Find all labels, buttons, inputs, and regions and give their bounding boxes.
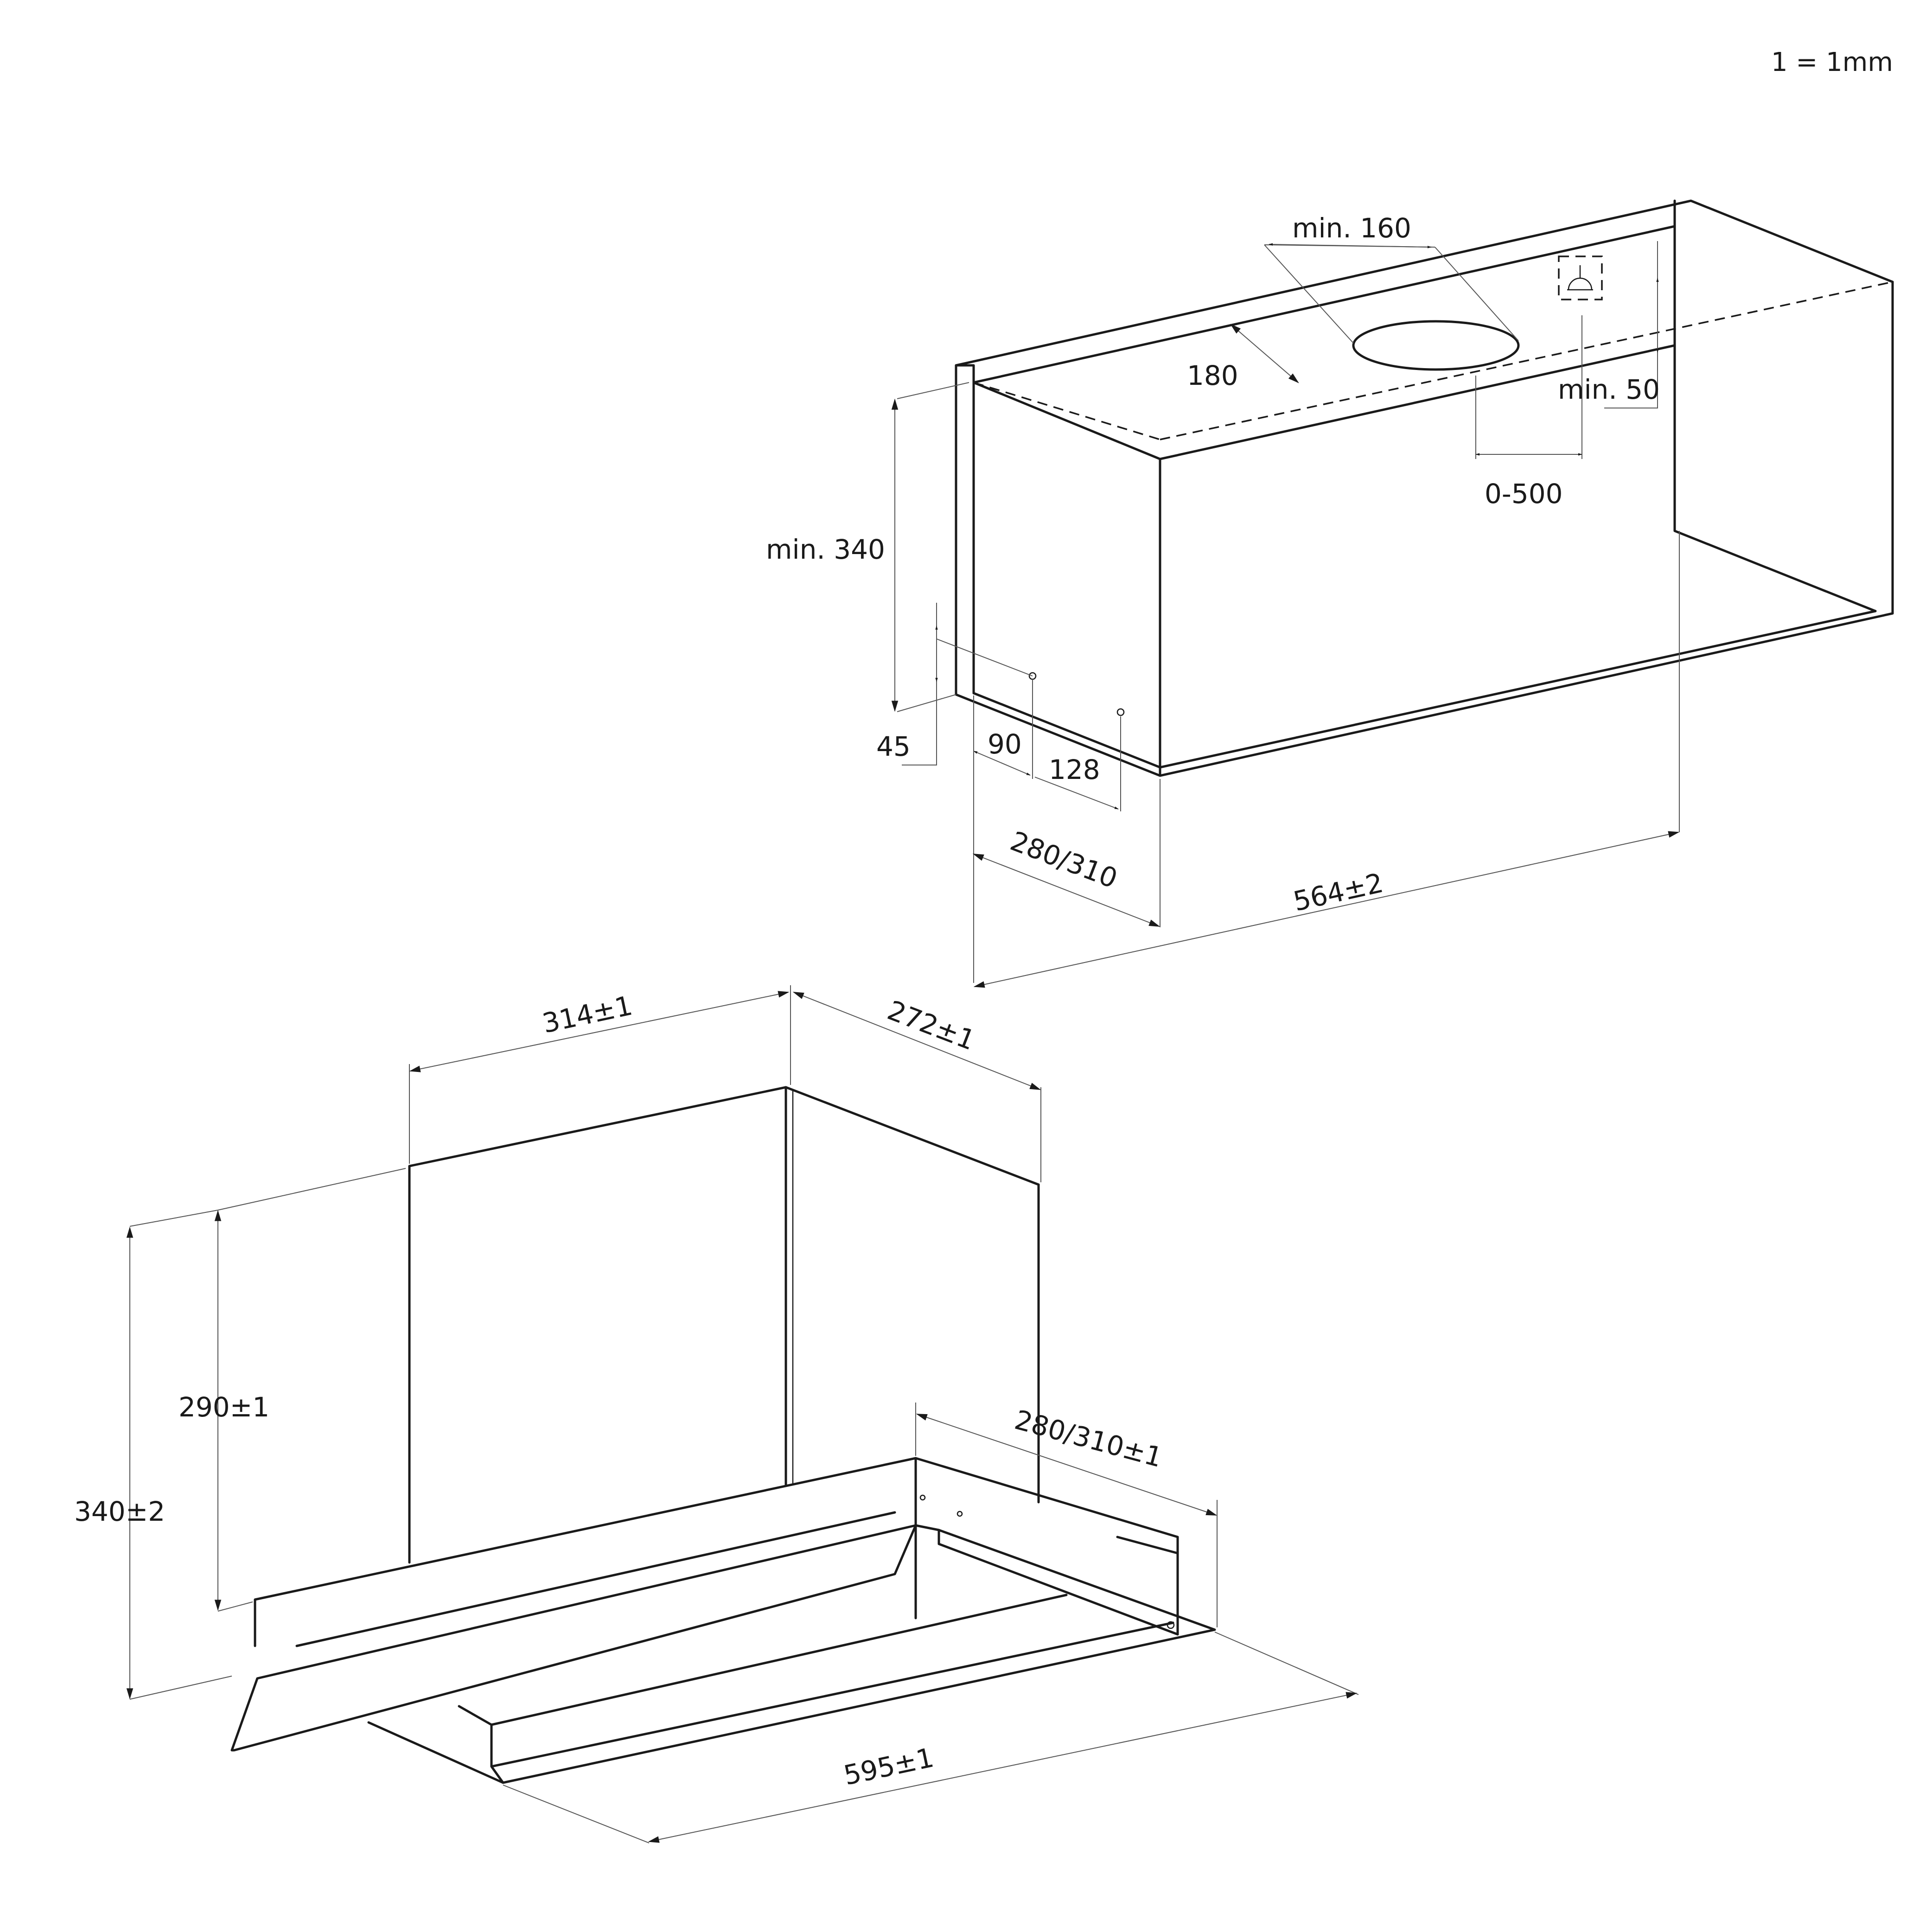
hood-screw-a xyxy=(919,1494,926,1501)
cabinet-left-panel xyxy=(955,364,975,695)
dim-line-body-width xyxy=(503,1632,1359,1843)
scale-note: 1 = 1mm xyxy=(1771,47,1893,77)
dim-arrow-hole-spacing-a xyxy=(973,751,1031,776)
chimney-side-face xyxy=(784,1086,1040,1504)
dim-line-hole-spacing xyxy=(1032,679,1121,811)
label-body-depth: 280/310±1 xyxy=(1011,1404,1166,1473)
socket-symbol-icon xyxy=(1567,265,1593,291)
dim-arrow-hole-spacing-b xyxy=(1034,777,1119,810)
label-hole-spacing-a: 90 xyxy=(988,728,1022,760)
label-socket-height: min. 50 xyxy=(1558,374,1660,405)
dim-arrow-chimney-width xyxy=(409,991,790,1072)
label-duct-diameter: min. 160 xyxy=(1292,212,1411,244)
cabinet-bottom-rail xyxy=(972,610,1877,769)
hood-body-lower-edge xyxy=(295,1511,896,1647)
hood-screw-b xyxy=(956,1511,963,1517)
dim-line-total-height xyxy=(129,1210,232,1700)
dim-line-cabinet-height xyxy=(897,382,969,712)
dim-arrow-duct-offset xyxy=(1230,324,1299,383)
dim-arrow-body-width xyxy=(648,1692,1358,1843)
dim-arrow-cabinet-width xyxy=(973,831,1680,988)
fixing-hole-b xyxy=(1116,708,1125,716)
label-total-height: 340±2 xyxy=(74,1496,165,1527)
socket-box xyxy=(1558,255,1603,300)
cabinet-outline xyxy=(955,199,1894,777)
label-hole-spacing-b: 128 xyxy=(1049,754,1100,785)
hood-side-rail xyxy=(1116,1536,1179,1555)
hood-tray-inner xyxy=(490,1594,1174,1784)
cabinet-inner-top-edge xyxy=(972,225,1676,384)
hood-filter-slot xyxy=(458,1529,1179,1726)
label-hole-offset: 45 xyxy=(876,731,911,762)
duct-opening xyxy=(1352,320,1520,371)
cabinet-right-panel xyxy=(1673,199,1877,612)
dim-arrow-body-depth xyxy=(916,1414,1218,1516)
dim-line-duct-diameter xyxy=(1264,244,1519,344)
cabinet-installation-view: min. 160 180 min. 50 0-500 min. 340 45 9… xyxy=(766,199,1894,988)
label-cabinet-depth: 280/310 xyxy=(1006,825,1122,895)
dim-arrow-chimney-depth xyxy=(792,992,1041,1090)
hood-body-front-panel xyxy=(254,1457,917,1647)
dim-line-body-depth xyxy=(915,1403,1218,1627)
label-duct-offset: 180 xyxy=(1187,360,1238,391)
label-cabinet-height: min. 340 xyxy=(766,534,885,565)
chimney-front-face xyxy=(408,1086,787,1564)
label-duct-range: 0-500 xyxy=(1485,478,1563,510)
hood-screw-c xyxy=(1167,1621,1175,1629)
hidden-back-edge xyxy=(1160,281,1893,440)
dim-line-chimney-width xyxy=(409,985,791,1164)
hood-top-front-edge xyxy=(972,344,1676,460)
pullout-visor xyxy=(230,1524,917,1752)
label-chimney-height: 290±1 xyxy=(179,1391,269,1423)
dim-arrow-duct-diameter xyxy=(1269,243,1432,249)
label-chimney-width: 314±1 xyxy=(540,989,635,1039)
hood-body-side xyxy=(914,1457,1179,1636)
dim-line-chimney-height xyxy=(217,1168,406,1612)
dim-line-socket-height xyxy=(1581,241,1658,459)
label-cabinet-width: 564±2 xyxy=(1290,867,1386,918)
hood-tray xyxy=(367,1524,1216,1784)
hood-dimensions-view: 314±1 272±1 290±1 340±2 280/310±1 595±1 xyxy=(74,985,1359,1843)
hidden-side-edge xyxy=(973,382,1160,440)
